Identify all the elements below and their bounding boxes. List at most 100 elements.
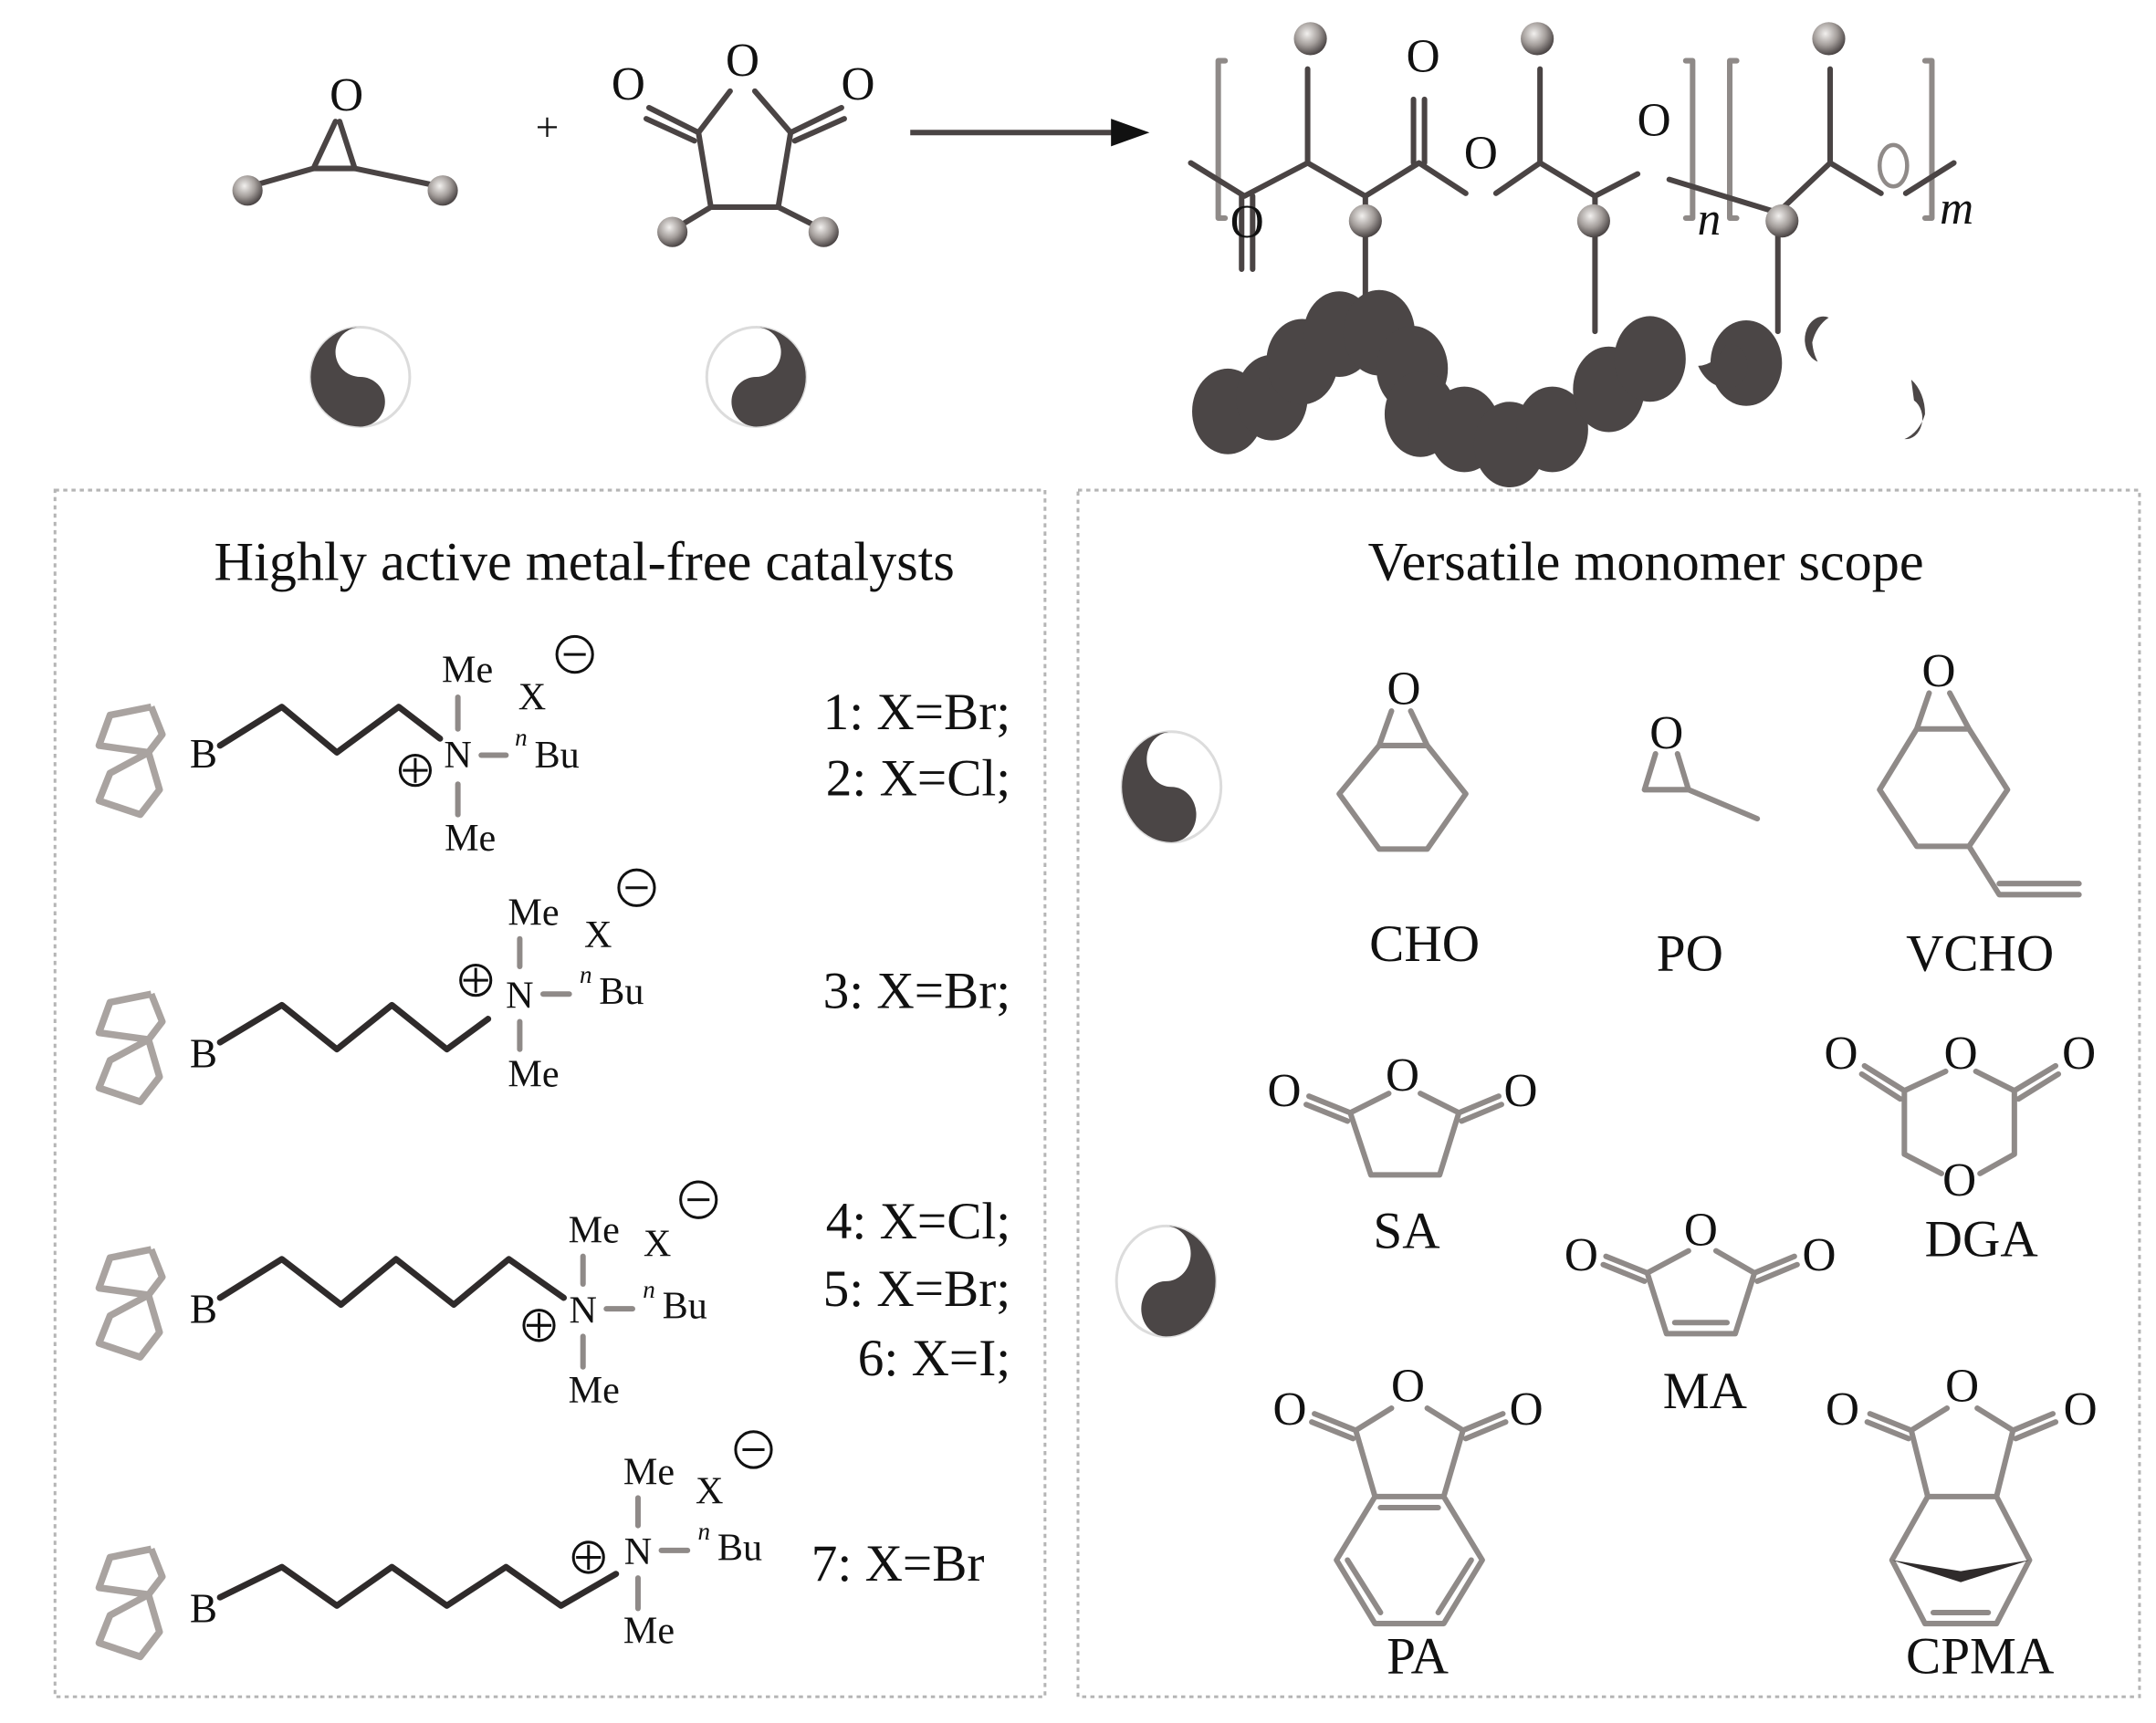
catalyst-structure-3: B Me X N n Bu Me 3: X=Br;: [95, 868, 1010, 1106]
substituent-ball-icon: [1765, 204, 1799, 238]
substituent-ball-icon: [1521, 22, 1554, 56]
oxygen-label: O: [1922, 645, 1956, 697]
methyl-label-bottom: Me: [623, 1609, 675, 1652]
anhydride-oxygen-label-right: O: [841, 58, 874, 110]
polymer-backbone-1: [1188, 160, 1469, 199]
reaction-scheme: O + O O O: [232, 22, 1973, 488]
reaction-arrow-icon: [910, 119, 1150, 147]
butyl-prefix: n: [697, 1518, 710, 1545]
monomer-panel-title: Versatile monomer scope: [1368, 531, 1924, 592]
catalyst-entry: 6: X=I;: [858, 1330, 1010, 1387]
monomer-name: VCHO: [1906, 924, 2054, 982]
negative-charge-icon: [679, 1180, 718, 1219]
negative-charge-icon: [555, 634, 594, 674]
polymer-oxygen-label: O: [1230, 196, 1264, 248]
butyl-prefix: n: [643, 1276, 655, 1303]
substituent-ball-icon: [1348, 204, 1382, 238]
methyl-label-bottom: Me: [569, 1369, 620, 1412]
cpma-structure: [1864, 1405, 2059, 1627]
oxygen-label: O: [1942, 1154, 1976, 1206]
anhydride-substituent-bonds: [674, 204, 822, 231]
anhydride-ring: [696, 88, 794, 210]
butyl-label: Bu: [534, 734, 579, 777]
anion-label: X: [518, 676, 546, 719]
ma-structure: [1600, 1248, 1800, 1337]
nitrogen-label: N: [624, 1530, 652, 1573]
butyl-prefix: n: [580, 961, 592, 988]
oxygen-label: O: [1272, 1384, 1306, 1436]
butyl-prefix: n: [515, 724, 528, 751]
anhydride-yinyang-icon: [705, 326, 808, 428]
cpma-bridge-wedge: [1891, 1560, 2030, 1582]
butyl-label: Bu: [663, 1285, 707, 1328]
oxygen-label: O: [1684, 1204, 1718, 1256]
polymer-substituent-bonds: [1304, 66, 1834, 335]
substituent-ball-icon: [1576, 204, 1610, 238]
methyl-label-top: Me: [623, 1450, 675, 1493]
oxygen-label: O: [1826, 1384, 1859, 1436]
anhydride-oxygen-label-ring: O: [726, 35, 759, 87]
monomer-name: CHO: [1369, 915, 1480, 973]
methyl-label-bottom: Me: [508, 1053, 559, 1096]
bracket-m-close: [1921, 57, 1935, 222]
monomer-panel: Versatile monomer scope O CHO O PO O VCH…: [1076, 488, 2141, 1698]
monomer-ma: O O O MA: [1565, 1204, 1837, 1420]
subscript-m: m: [1940, 183, 1973, 235]
anhydride-yinyang-icon: [1115, 1224, 1218, 1338]
monomer-dga: O O O O DGA: [1825, 1028, 2097, 1269]
sa-structure: [1303, 1091, 1504, 1178]
anhydride-carbonyl-bonds: [643, 104, 847, 144]
epoxide-monomer: O: [232, 69, 458, 206]
methyl-label-bottom: Me: [445, 817, 496, 860]
anion-label: X: [644, 1223, 671, 1266]
subscript-n: n: [1698, 193, 1722, 245]
catalyst-structure-1-2: B Me X N n Bu Me 1: X=Br; 2: X=Cl;: [95, 634, 1010, 860]
monomer-pa: O O O PA: [1272, 1360, 1543, 1685]
polymer-oxygen-label: O: [1464, 127, 1498, 179]
epoxide-yinyang-icon: [309, 326, 412, 428]
9-bbn-cage-icon: [95, 703, 166, 819]
vcho-structure: [1877, 690, 2082, 898]
epoxide-ring: [310, 119, 358, 172]
oxygen-label: O: [2062, 1028, 2096, 1080]
polymer-chain-icon: [1192, 289, 1925, 488]
monomer-name: PA: [1387, 1627, 1449, 1685]
monomer-name: CPMA: [1906, 1627, 2054, 1685]
methyl-label-top: Me: [508, 892, 559, 935]
substituent-ball-icon: [1812, 22, 1846, 56]
positive-charge-icon: [571, 1540, 605, 1574]
alkyl-chain: [216, 704, 444, 756]
oxygen-label: O: [1565, 1229, 1598, 1281]
catalysts-panel-title: Highly active metal-free catalysts: [215, 531, 955, 592]
oxygen-label: O: [1944, 1028, 1978, 1080]
catalysts-panel: Highly active metal-free catalysts B Me …: [53, 488, 1047, 1698]
positive-charge-icon: [522, 1309, 556, 1342]
nitrogen-label: N: [506, 974, 533, 1017]
catalyst-entry: 5: X=Br;: [823, 1260, 1011, 1318]
polymer-backbone-2: [1492, 160, 1641, 199]
polymer-oxygen-label: O: [1638, 94, 1671, 146]
polymer-backbone-3: [1666, 160, 1884, 215]
oxygen-label: O: [1649, 707, 1683, 759]
catalyst-structure-7: B Me X N n Bu Me 7: X=Br: [95, 1430, 984, 1661]
monomer-name: PO: [1657, 924, 1723, 982]
alkyl-chain: [216, 1563, 620, 1609]
monomer-name: MA: [1663, 1363, 1747, 1420]
positive-charge-icon: [398, 753, 433, 788]
methyl-label-top: Me: [569, 1208, 620, 1251]
catalyst-structure-4-5-6: B Me X N n Bu Me 4: X=Cl; 5: X=Br; 6: X=…: [95, 1180, 1011, 1412]
oxygen-label: O: [1510, 1384, 1544, 1436]
anhydride-monomer: O O O: [612, 35, 874, 247]
oxygen-label: O: [1387, 663, 1421, 715]
positive-charge-icon: [459, 963, 493, 997]
monomer-vcho: O VCHO: [1877, 645, 2082, 983]
polymer-carbonyl-top: [1410, 96, 1428, 166]
epoxide-yinyang-icon: [1120, 730, 1223, 844]
boron-label: B: [190, 1286, 217, 1331]
bracket-m-open: [1727, 57, 1740, 222]
pa-structure: [1309, 1405, 1509, 1627]
boron-label: B: [190, 1030, 217, 1076]
substituent-ball-icon: [232, 175, 263, 206]
alkyl-chain: [216, 1256, 568, 1309]
butyl-label: Bu: [599, 970, 644, 1013]
